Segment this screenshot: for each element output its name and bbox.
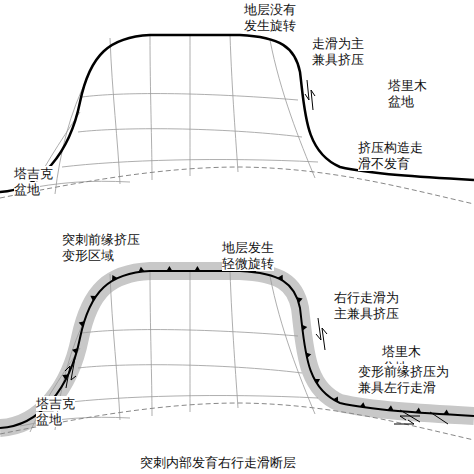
thrust-front	[0, 271, 474, 428]
thrust-tooth	[194, 266, 200, 271]
annotation-label: 突刺内部发育右行走滑断层	[140, 455, 322, 471]
annotation-label: 挤压构造走滑不发育	[358, 140, 426, 171]
thrust-tooth	[278, 275, 283, 281]
strike-slip-arrows	[305, 80, 315, 110]
annotation-label: 突刺前缘挤压变形区域	[62, 232, 143, 263]
annotation-label: 塔里木盆地	[388, 78, 430, 109]
annotation-label: 地层没有发生旋转	[244, 2, 299, 33]
internal-faults	[400, 410, 448, 424]
thrust-tooth	[360, 402, 366, 407]
thrust-tooth	[72, 348, 78, 354]
thrust-tooth	[138, 267, 144, 272]
annotation-label: 右行走滑为主兼具挤压	[334, 290, 402, 321]
thrust-tooth	[302, 325, 307, 331]
annotation-label: 变形前缘挤压为 兼具左行走滑	[358, 364, 454, 395]
annotation-label: 走滑为主兼具挤压	[312, 36, 367, 67]
thrust-tooth	[306, 352, 312, 358]
annotation-label: 塔吉克盆地	[14, 166, 56, 197]
thrust-tooth	[79, 321, 85, 327]
thrust-tooth	[388, 405, 394, 410]
thrust-tooth	[415, 408, 421, 413]
thrust-tooth	[112, 275, 117, 281]
annotation-label: 地层发生轻微旋转	[222, 240, 277, 271]
thrust-tooth	[166, 266, 172, 271]
deformation-zone	[0, 271, 474, 428]
thrust-tooth	[90, 296, 96, 301]
thrust-tooth	[443, 409, 449, 414]
thrust-teeth	[48, 266, 450, 415]
thrust-tooth	[333, 396, 338, 402]
thrust-front	[0, 35, 474, 192]
thrust-tooth	[314, 379, 320, 384]
annotation-label: 塔吉克盆地	[36, 396, 78, 427]
thrust-tooth	[297, 297, 303, 303]
